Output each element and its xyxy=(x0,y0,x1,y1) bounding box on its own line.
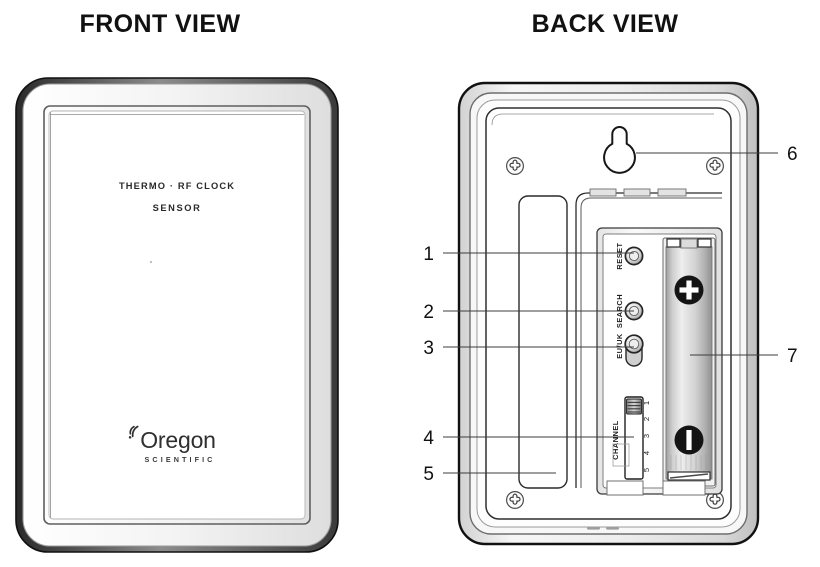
back-view-title: BACK VIEW xyxy=(532,10,679,38)
battery-door-latch-tabs xyxy=(589,188,687,197)
screw-bottom-left xyxy=(506,491,525,510)
callout-number-6: 6 xyxy=(787,144,798,165)
eu-uk-button[interactable] xyxy=(624,334,644,367)
reset-button[interactable] xyxy=(624,246,644,266)
wall-mount-keyhole xyxy=(603,125,636,174)
callout-number-4: 4 xyxy=(423,428,434,449)
channel-position-2: 2 xyxy=(642,417,651,421)
table-stand-panel xyxy=(518,195,568,489)
front-model-line-2: SENSOR xyxy=(153,203,202,213)
back-view-device: RESET SEARCH EU/UK CHANNEL xyxy=(457,81,760,546)
callout-number-2: 2 xyxy=(423,302,434,323)
front-view-title: FRONT VIEW xyxy=(80,10,241,38)
callout-numbers: 1 2 3 4 5 6 7 xyxy=(423,144,797,485)
channel-position-3: 3 xyxy=(642,434,651,438)
front-sensor-pinhole xyxy=(149,260,153,264)
logo-wordmark: Oregon xyxy=(140,427,216,453)
channel-position-4: 4 xyxy=(642,451,651,455)
channel-switch-track xyxy=(624,396,644,480)
front-view-device: THERMO · RF CLOCK SENSOR Oregon SCIENTIF… xyxy=(15,77,339,553)
battery-contact-top xyxy=(666,238,712,248)
callout-leaders xyxy=(443,152,778,474)
screw-top-right xyxy=(705,157,724,176)
eu-uk-label: EU/UK xyxy=(615,333,624,359)
battery-polarity-negative xyxy=(674,425,704,455)
reset-label: RESET xyxy=(615,242,624,269)
callout-number-5: 5 xyxy=(423,464,434,485)
callout-number-1: 1 xyxy=(423,244,434,265)
channel-position-numbers: 1 2 3 4 5 xyxy=(642,401,651,472)
oregon-scientific-logo: Oregon SCIENTIFIC xyxy=(128,425,216,464)
channel-position-5: 5 xyxy=(642,468,651,472)
callout-number-3: 3 xyxy=(423,338,434,359)
bottom-vent-slits xyxy=(587,527,619,530)
battery-compartment xyxy=(662,237,716,487)
front-model-line-1: THERMO · RF CLOCK xyxy=(119,181,235,191)
front-faceplate-frame xyxy=(43,105,311,525)
battery-positive-nub xyxy=(680,238,698,249)
channel-position-1: 1 xyxy=(642,401,651,405)
battery-contact-bottom xyxy=(667,471,711,481)
callout-number-7: 7 xyxy=(787,346,798,367)
channel-label: CHANNEL xyxy=(611,420,620,460)
screw-top-left xyxy=(506,157,525,176)
battery-polarity-positive xyxy=(674,275,704,305)
logo-subtitle: SCIENTIFIC xyxy=(145,455,216,464)
battery-door-lower-cutouts xyxy=(606,443,706,496)
battery-label-texture xyxy=(670,455,707,470)
signal-wave-icon xyxy=(128,425,139,439)
channel-switch[interactable] xyxy=(624,396,644,480)
front-faceplate xyxy=(48,110,306,520)
